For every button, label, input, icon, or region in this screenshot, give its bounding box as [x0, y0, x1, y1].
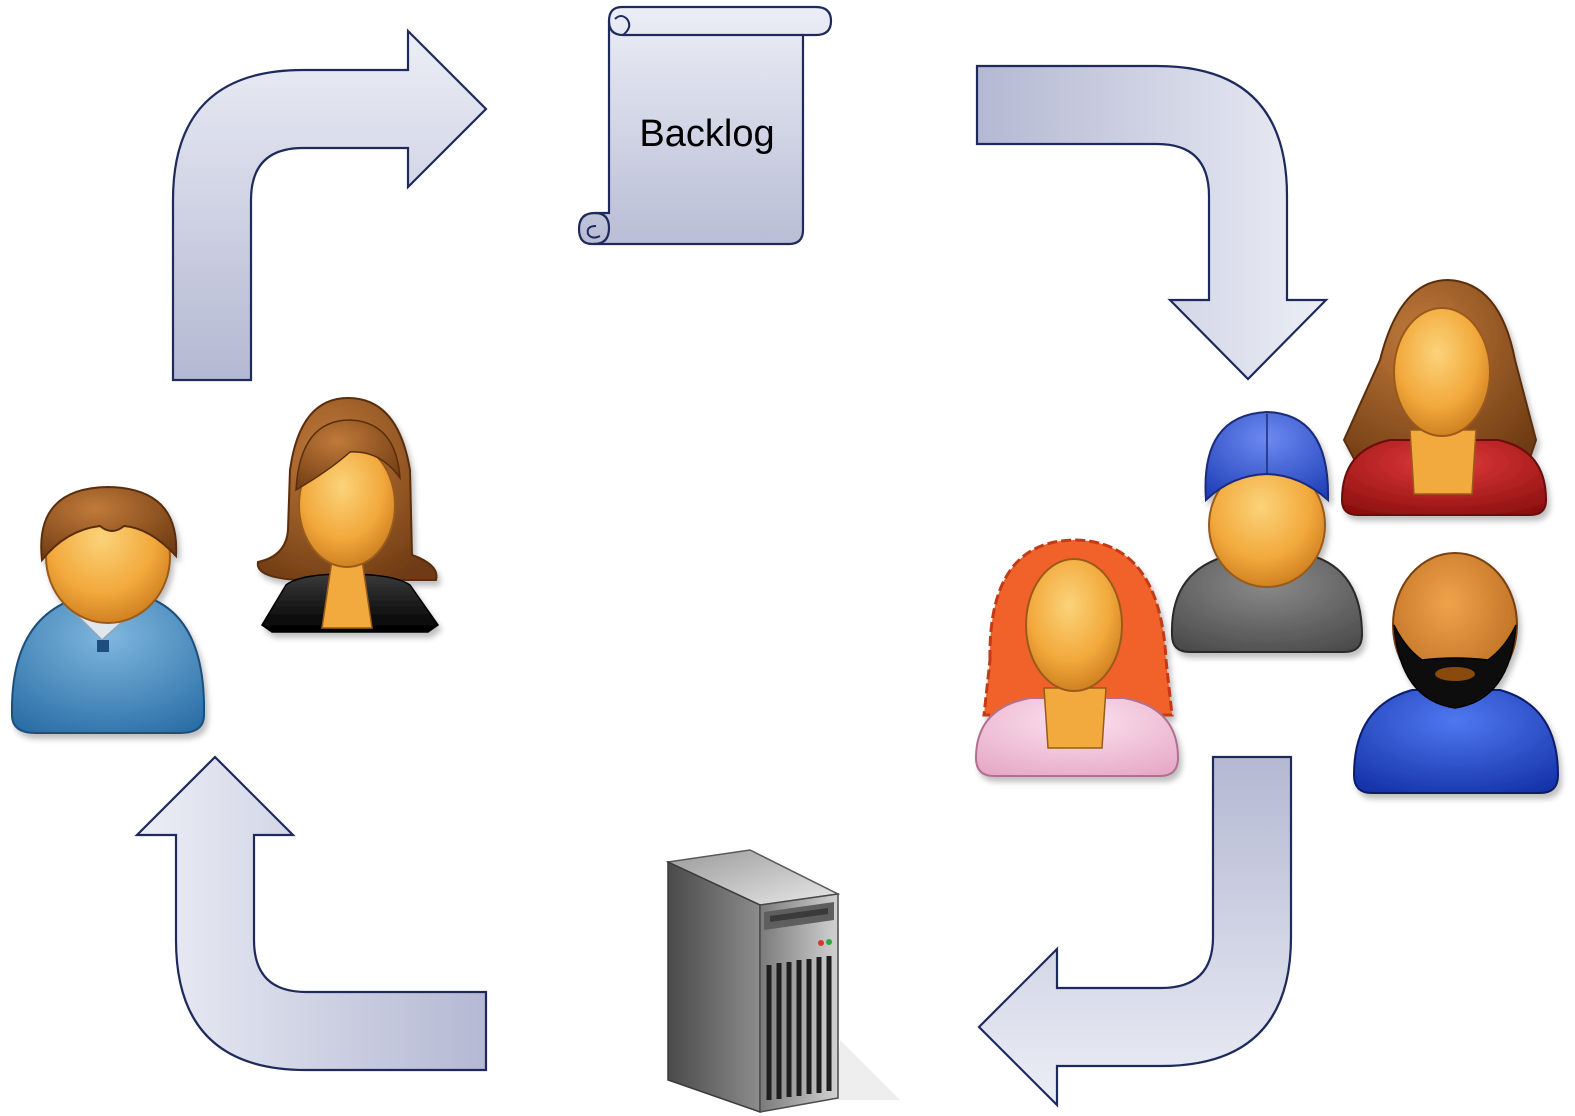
server-tower-icon [665, 849, 900, 1114]
bearded-man-avatar-icon [1352, 552, 1560, 794]
server-vents [766, 956, 832, 1100]
arrow-backlog-to-team [975, 64, 1329, 381]
backlog-scroll: Backlog [577, 5, 833, 246]
woman-avatar-icon [256, 396, 440, 633]
curly-hair-woman-avatar-icon [974, 538, 1180, 777]
backlog-label: Backlog [639, 113, 774, 155]
arrow-server-to-stakeholders [134, 755, 488, 1072]
arrow-team-to-server [977, 755, 1293, 1108]
long-hair-woman-avatar-icon [1340, 278, 1548, 516]
cap-man-avatar-icon [1170, 410, 1364, 653]
man-avatar-icon [10, 485, 206, 734]
arrow-stakeholders-to-backlog [171, 28, 488, 382]
scroll-icon [577, 5, 833, 246]
